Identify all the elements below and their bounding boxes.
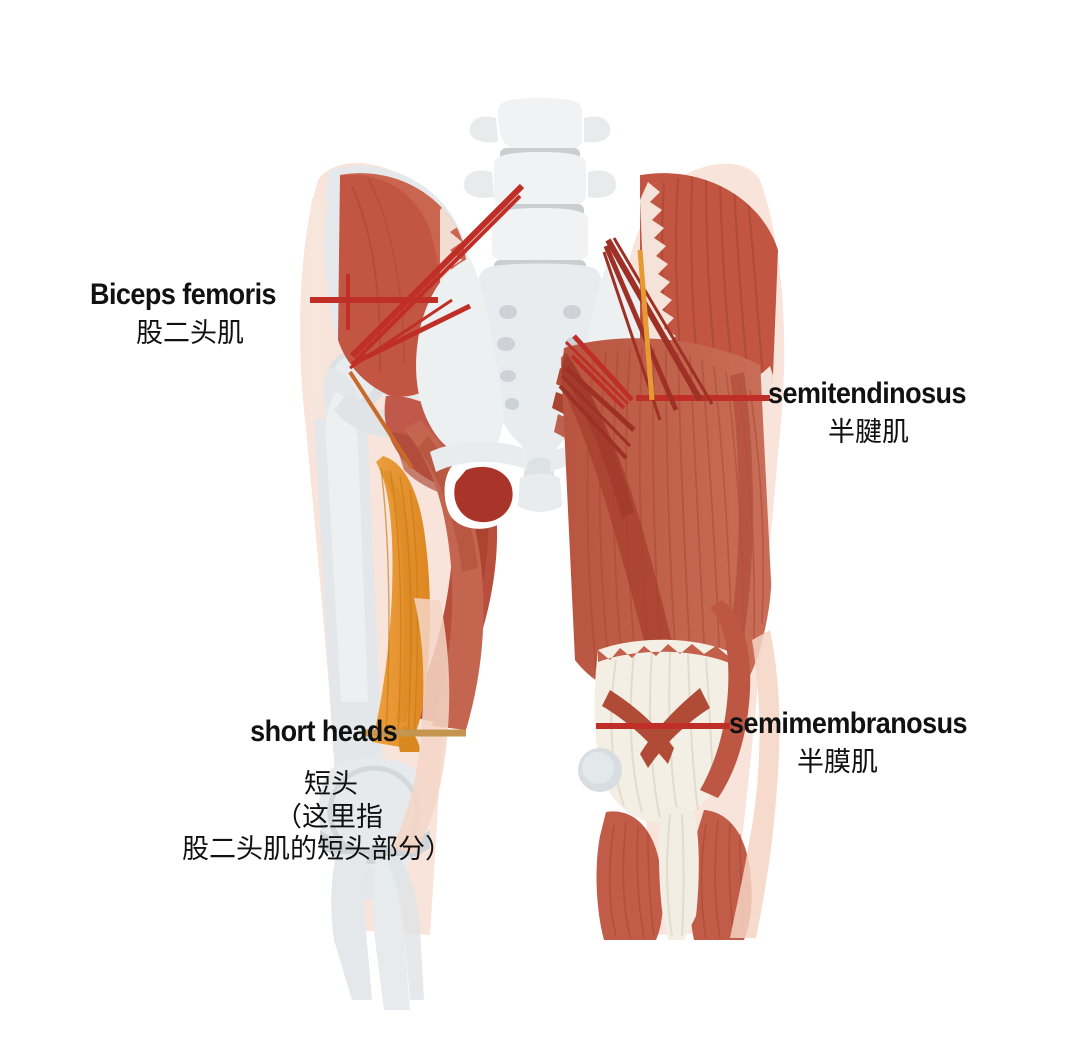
label-biceps-femoris-en: Biceps femoris	[90, 278, 277, 311]
label-short-heads-en: short heads	[250, 715, 398, 748]
label-biceps-femoris-zh: 股二头肌	[136, 318, 244, 350]
label-short-heads-zh-line-3: 股二头肌的短头部分）	[182, 833, 452, 865]
leader-lines	[310, 183, 770, 737]
label-semimembranosus-en: semimembranosus	[729, 707, 968, 740]
right-muscles	[552, 173, 780, 940]
label-semimembranosus-zh: 半膜肌	[797, 747, 878, 779]
label-short-heads-zh-block: 短头 （这里指 股二头肌的短头部分）	[182, 769, 452, 866]
label-short-heads-zh-line-2: （这里指	[275, 801, 383, 833]
label-semitendinosus-en: semitendinosus	[768, 377, 967, 410]
leader-biceps-femoris	[310, 183, 525, 370]
label-semimembranosus[interactable]: semimembranosus 半膜肌	[729, 708, 993, 780]
label-short-heads-zh-line-1: 短头	[304, 769, 358, 801]
label-semitendinosus-zh: 半腱肌	[828, 417, 909, 449]
label-semitendinosus[interactable]: semitendinosus 半腱肌	[768, 378, 988, 450]
label-biceps-femoris[interactable]: Biceps femoris 股二头肌	[90, 279, 297, 351]
leader-semitendinosus	[564, 334, 770, 410]
label-short-heads[interactable]: short heads 短头 （这里指 股二头肌的短头部分）	[182, 715, 452, 866]
